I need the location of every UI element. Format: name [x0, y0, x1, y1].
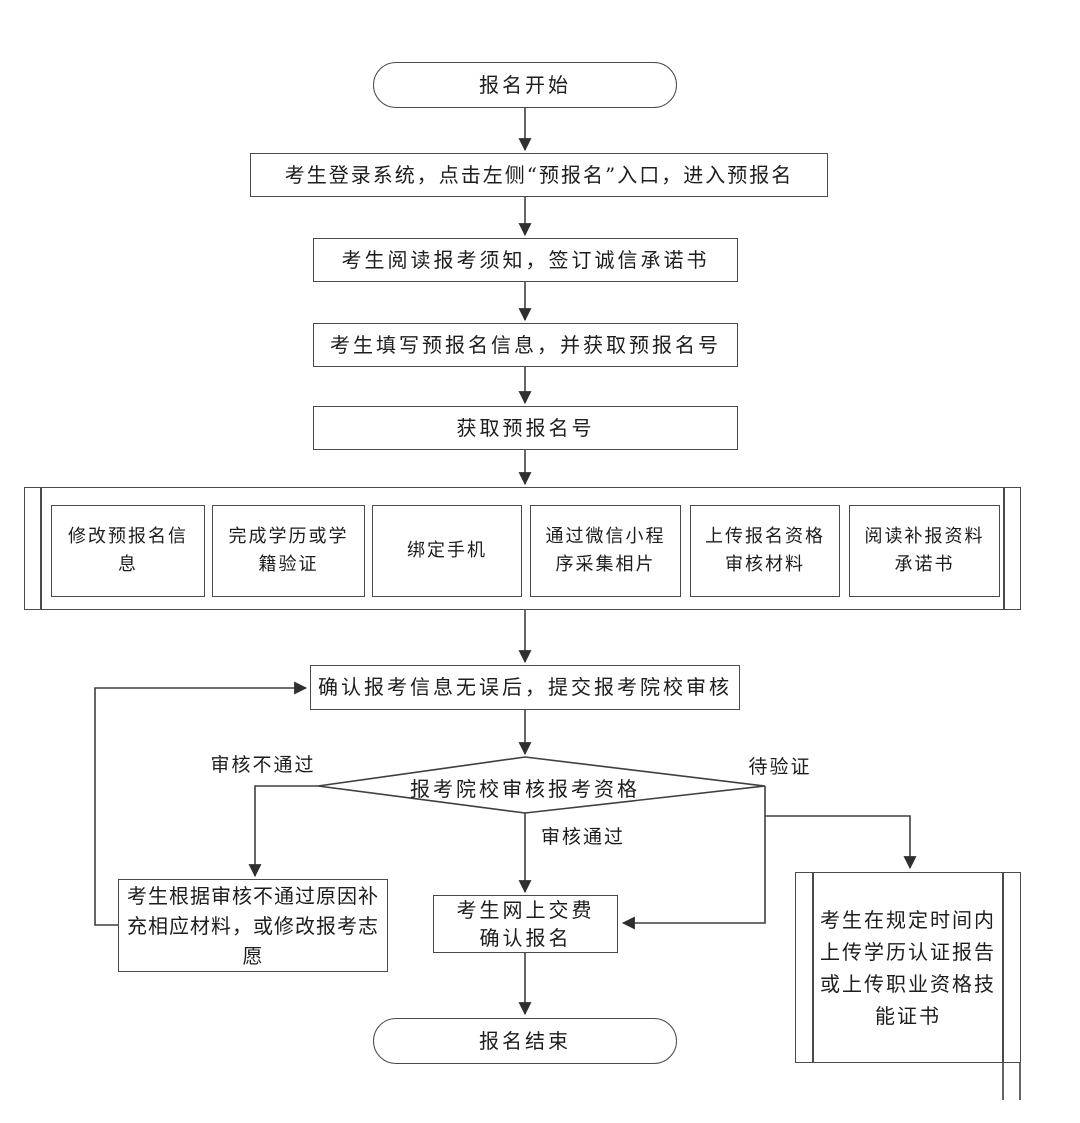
parallel-step-verify-education: 完成学历或学籍验证: [212, 505, 365, 597]
parallel-step-label: 通过微信小程序采集相片: [545, 526, 666, 575]
step-pay-confirm-node: 考生网上交费 确认报名: [433, 895, 618, 953]
step-fix-materials-node: 考生根据审核不通过原因补充相应材料，或修改报考志愿: [118, 879, 388, 972]
parallel-step-label: 修改预报名信息: [68, 526, 188, 575]
upload-box-inner-line-right: [1002, 872, 1004, 1063]
end-node: 报名结束: [373, 1018, 677, 1064]
step-fill-info-node: 考生填写预报名信息，并获取预报名号: [313, 323, 738, 367]
branch-label-pass: 审核通过: [540, 826, 625, 848]
decision-node-label: 报考院校审核报考资格: [410, 777, 640, 801]
step-pay-line1: 考生网上交费: [456, 898, 595, 922]
parallel-step-read-pledge: 阅读补报资料承诺书: [849, 505, 1000, 597]
parallel-step-bind-phone: 绑定手机: [372, 505, 522, 597]
edge-right-return-pay: [621, 786, 766, 930]
step-confirm-submit-node: 确认报考信息无误后，提交报考院校审核: [310, 665, 740, 710]
step-fix-materials-label: 考生根据审核不通过原因补充相应材料，或修改报考志愿: [127, 883, 379, 968]
step-get-number-node: 获取预报名号: [313, 406, 738, 450]
edge-decision-upload-pending: [765, 815, 917, 870]
parallel-step-collect-photo: 通过微信小程序采集相片: [530, 505, 681, 597]
edge-fix-confirm-loop: [94, 681, 308, 926]
end-node-label: 报名结束: [479, 1028, 571, 1053]
branch-label-fail: 审核不通过: [210, 754, 316, 776]
parallel-step-label: 上传报名资格审核材料: [705, 526, 825, 575]
parallel-step-upload-materials: 上传报名资格审核材料: [690, 505, 840, 597]
step-confirm-submit-label: 确认报考信息无误后，提交报考院校审核: [318, 675, 732, 699]
parallel-step-modify-info: 修改预报名信息: [51, 505, 205, 597]
step-fill-info-label: 考生填写预报名信息，并获取预报名号: [330, 332, 721, 357]
band-inner-line-left: [40, 487, 42, 610]
step-login-label: 考生登录系统，点击左侧“预报名”入口，进入预报名: [284, 162, 794, 187]
edge-decision-fix-fail: [248, 785, 318, 878]
step-upload-cert-node: 考生在规定时间内上传学历认证报告或上传职业资格技能证书: [795, 872, 1021, 1063]
parallel-step-label: 完成学历或学籍验证: [228, 526, 349, 575]
step-get-number-label: 获取预报名号: [456, 415, 595, 440]
step-read-notice-label: 考生阅读报考须知，签订诚信承诺书: [341, 247, 710, 272]
parallel-step-label: 阅读补报资料承诺书: [864, 526, 985, 575]
step-read-notice-node: 考生阅读报考须知，签订诚信承诺书: [313, 238, 738, 282]
upload-box-inner-line-left: [812, 872, 814, 1063]
decision-diamond: [317, 756, 766, 814]
step-upload-cert-label: 考生在规定时间内上传学历认证报告或上传职业资格技能证书: [820, 907, 996, 1028]
step-login-node: 考生登录系统，点击左侧“预报名”入口，进入预报名: [250, 153, 828, 197]
parallel-step-label: 绑定手机: [407, 540, 487, 562]
start-node-label: 报名开始: [479, 72, 571, 97]
branch-label-pending: 待验证: [748, 756, 812, 778]
band-inner-line-right: [1003, 487, 1005, 610]
start-node: 报名开始: [373, 62, 677, 108]
step-pay-line2: 确认报名: [479, 926, 572, 950]
